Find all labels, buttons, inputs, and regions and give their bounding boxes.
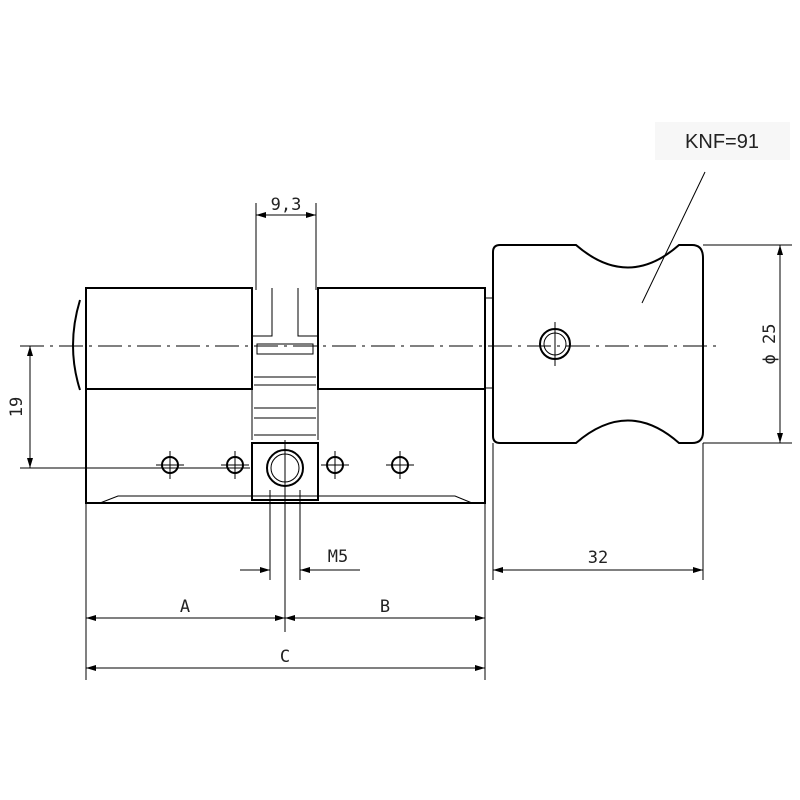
leader-line: [641, 171, 706, 304]
knob-code-box: [655, 122, 790, 160]
cam-section: [251, 288, 319, 560]
dim-height: 19: [7, 397, 27, 417]
thumb-turn-knob: [492, 244, 704, 444]
dim-a: A: [180, 597, 190, 617]
right-cylinder-body: [317, 287, 494, 390]
knob-code-label: KNF=91: [685, 131, 759, 153]
dim-knob-length: 32: [588, 548, 608, 568]
dim-screw: M5: [328, 547, 348, 567]
dimensions: [20, 203, 792, 680]
pin-holes: [156, 451, 414, 479]
dim-knob-diameter: ϕ 25: [760, 324, 780, 365]
base-flange: [99, 495, 473, 504]
dim-cam-width: 9,3: [271, 195, 302, 215]
dim-c: C: [280, 647, 290, 667]
left-cylinder-body: [72, 287, 486, 504]
dim-b: B: [380, 597, 390, 617]
